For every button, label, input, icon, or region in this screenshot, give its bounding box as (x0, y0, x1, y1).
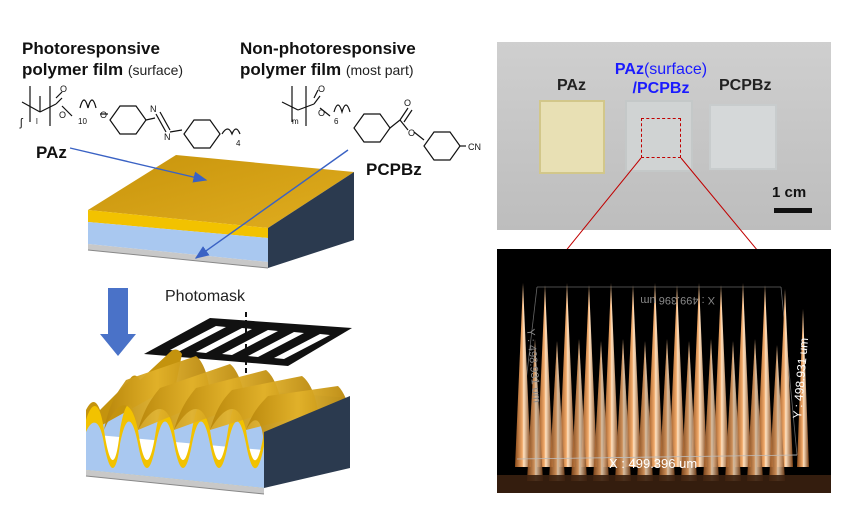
pcpbz-sub-m: m (292, 117, 299, 126)
photomask (144, 312, 352, 374)
non-photoresponsive-qualifier: (most part) (345, 62, 414, 78)
paz-label: PAz (36, 143, 67, 162)
photoresponsive-title-line2: polymer film (22, 60, 124, 79)
photo-bilayer-suffix: (surface) (643, 61, 708, 78)
wavy-film-block (85, 349, 350, 495)
afm-micrograph: X : 499.396 um Y : 498.931 um Y : 498.93… (497, 249, 831, 493)
pcpbz-oxygen-4: O (408, 128, 415, 138)
paz-sub-10: 10 (78, 117, 87, 126)
paz-film-sample (539, 100, 605, 174)
pcpbz-label: PCPBz (366, 160, 422, 179)
flat-film-block (87, 155, 354, 269)
paz-oxygen-1: O (59, 110, 66, 120)
pcpbz-film-sample (709, 104, 777, 170)
paz-nitrogen-2: N (164, 132, 171, 142)
photoresponsive-title-line1: Photoresponsive (22, 39, 160, 58)
schematic-diagram: ʃ l 10 4 O O O N N m 6 CN O O O O (19, 84, 481, 495)
pcpbz-sub-6: 6 (334, 117, 339, 126)
afm-y-axis-right-label: Y : 498.931 um (790, 337, 811, 419)
paz-nitrogen-1: N (150, 104, 157, 114)
pcpbz-pointer-arrow (194, 149, 349, 259)
afm-x-axis-label: X : 499.396 um (609, 456, 697, 471)
process-down-arrow (100, 288, 136, 356)
photo-pcpbz-label: PCPBz (719, 77, 772, 94)
paz-sub-bracket: ʃ (19, 117, 24, 129)
pcpbz-structure (281, 86, 466, 161)
scale-bar (774, 208, 812, 213)
pcpbz-oxygen-1: O (318, 108, 325, 118)
paz-sub-l: l (36, 117, 38, 126)
pcpbz-oxygen-2: O (318, 84, 325, 94)
afm-surface-render: X : 499.396 um Y : 498.931 um Y : 498.93… (497, 283, 831, 493)
photoresponsive-title: Photoresponsive polymer film (surface) (22, 38, 183, 81)
photo-bilayer-top: PAz (614, 61, 644, 78)
paz-oxygen-3: O (100, 110, 107, 120)
non-photoresponsive-title: Non-photoresponsive polymer film (most p… (240, 38, 416, 81)
photo-bilayer-label: PAz(surface) /PCPBz (609, 60, 713, 98)
paz-structure (21, 86, 241, 149)
pcpbz-oxygen-3: O (404, 98, 411, 108)
pcpbz-cn: CN (468, 142, 481, 152)
non-photoresponsive-title-line1: Non-photoresponsive (240, 39, 416, 58)
non-photoresponsive-title-line2: polymer film (240, 60, 342, 79)
afm-top-label: X : 499.396 um (640, 294, 715, 306)
photo-paz-label: PAz (557, 77, 587, 94)
scale-bar-label: 1 cm (772, 184, 807, 201)
photomask-label: Photomask (165, 288, 246, 305)
paz-oxygen-2: O (60, 84, 67, 94)
region-of-interest-box (641, 118, 681, 158)
photo-bilayer-bottom: /PCPBz (632, 80, 690, 97)
bilayer-film-sample (625, 100, 693, 172)
paz-pointer-arrow (69, 147, 208, 183)
photoresponsive-qualifier: (surface) (127, 62, 184, 78)
sample-photo: PAz PAz(surface) /PCPBz PCPBz 1 cm (497, 42, 831, 230)
paz-sub-4: 4 (236, 139, 241, 148)
